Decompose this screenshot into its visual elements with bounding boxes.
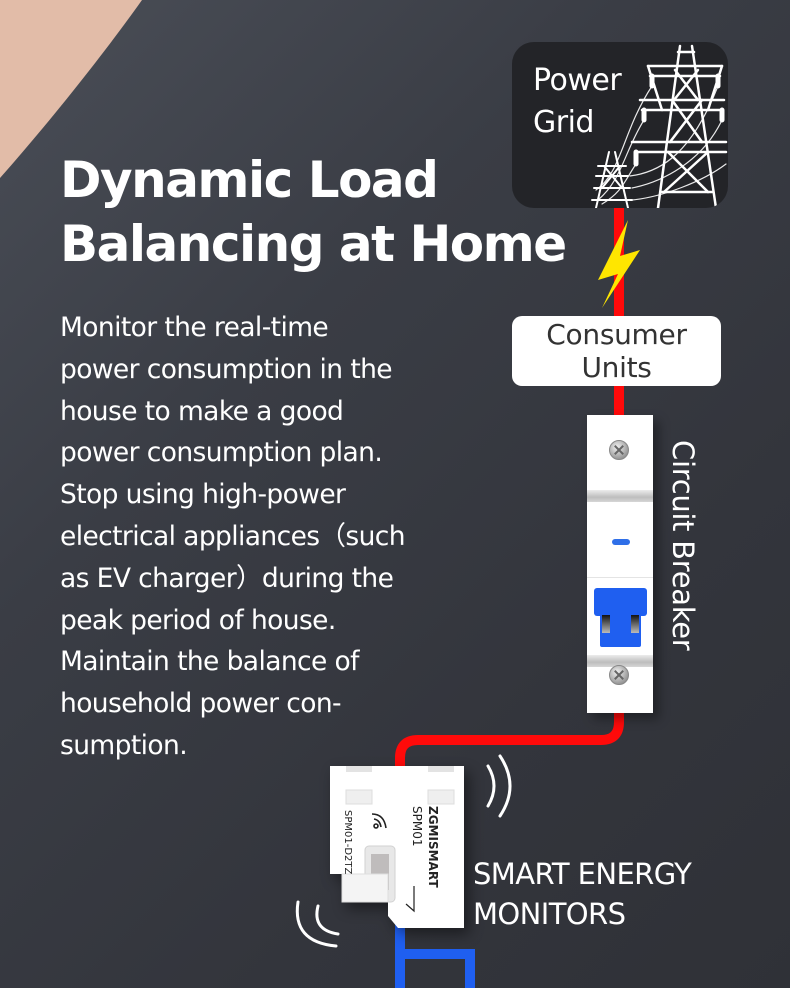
neutral-wire-branch xyxy=(400,949,475,988)
consumer-units-box: Consumer Units xyxy=(512,316,721,386)
description-line: electrical appliances（such xyxy=(60,520,406,552)
page-title: Dynamic Load Balancing at Home xyxy=(60,148,567,276)
smart-label-line-2: MONITORS xyxy=(473,897,626,931)
consumer-to-breaker-wire xyxy=(614,386,624,418)
monitor-sku: SPM01-D2TZ xyxy=(342,810,353,875)
live-wire xyxy=(395,712,624,780)
smart-energy-monitor-device: SPM01-D2TZ SPM01 ZGMISMART xyxy=(330,766,464,928)
power-grid-label-line-2: Grid xyxy=(533,105,594,140)
breaker-band xyxy=(587,490,653,502)
power-grid-label: Power Grid xyxy=(533,60,622,144)
wireless-signal-icon xyxy=(486,754,512,818)
title-line-2: Balancing at Home xyxy=(60,215,567,273)
screw-icon xyxy=(609,440,629,460)
circuit-breaker-label: Circuit Breaker xyxy=(666,440,700,651)
smart-energy-monitors-label: SMART ENERGY MONITORS xyxy=(473,854,692,934)
circuit-breaker xyxy=(587,415,653,713)
breaker-slot xyxy=(602,615,610,633)
description-line: Stop using high-power xyxy=(60,479,346,511)
wireless-signal-icon xyxy=(295,900,340,948)
description-line: power consumption plan. xyxy=(60,437,383,469)
monitor-brand: ZGMISMART xyxy=(426,806,440,888)
description-line: Maintain the balance of xyxy=(60,646,359,678)
power-grid-label-line-1: Power xyxy=(533,63,622,98)
description-line: power consumption in the xyxy=(60,353,393,385)
description-line: house to make a good xyxy=(60,395,344,427)
description-line: as EV charger）during the xyxy=(60,562,394,594)
consumer-units-line-2: Units xyxy=(581,351,652,384)
breaker-slot xyxy=(631,615,639,633)
lightning-bolt-icon xyxy=(598,220,640,308)
description-line: Monitor the real-time xyxy=(60,312,329,343)
description-paragraph: Monitor the real-time power consumption … xyxy=(60,307,480,767)
monitor-model: SPM01 xyxy=(410,806,424,847)
breaker-divider xyxy=(587,577,653,578)
breaker-toggle xyxy=(594,588,647,616)
power-grid-card: Power Grid xyxy=(512,42,728,208)
title-line-1: Dynamic Load xyxy=(60,151,439,209)
wifi-icon xyxy=(371,813,387,829)
breaker-indicator xyxy=(612,539,630,545)
smart-label-line-1: SMART ENERGY xyxy=(473,857,692,891)
description-line: sumption. xyxy=(60,729,188,761)
transmission-tower-icon xyxy=(591,44,728,208)
description-line: peak period of house. xyxy=(60,604,336,636)
consumer-units-line-1: Consumer xyxy=(546,318,687,351)
breaker-band xyxy=(587,655,653,667)
description-line: household power con- xyxy=(60,688,342,720)
screw-icon xyxy=(609,665,629,685)
